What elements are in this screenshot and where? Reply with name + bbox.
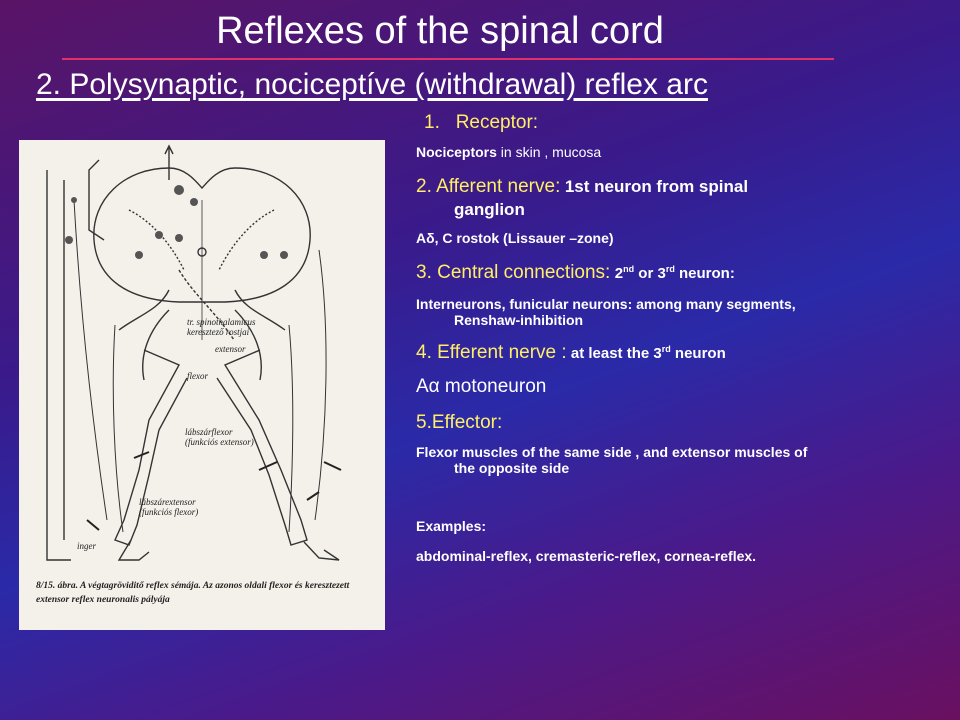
label-lower-leg-flexor-1: lábszárflexor	[185, 427, 233, 437]
slide-title: Reflexes of the spinal cord	[216, 10, 664, 52]
title-underline	[62, 58, 834, 60]
item2-detail-line2: ganglion	[454, 200, 525, 219]
examples-header: Examples:	[416, 518, 487, 534]
item1-detail: Nociceptors in skin , mucosa	[416, 144, 602, 160]
examples-list: abdominal-reflex, cremasteric-reflex, co…	[416, 548, 757, 564]
label-lower-leg-extensor-1: lábszárextensor	[139, 497, 196, 507]
item4-sub: Aα motoneuron	[416, 376, 547, 397]
label-lower-leg-extensor-2: (funkciós flexor)	[139, 506, 199, 517]
item3-sub-line2: Renshaw-inhibition	[454, 312, 584, 328]
label-tract-line1: tr. spinothalamicus	[187, 317, 256, 327]
item5-sub-line2: the opposite side	[454, 460, 570, 476]
reflex-arc-drawing	[46, 144, 342, 561]
label-flexor: flexor	[187, 371, 208, 381]
label-extensor: extensor	[215, 344, 246, 354]
item1-header: 1. Receptor:	[424, 112, 539, 133]
item3-header: 3. Central connections: 2nd or 3rd neuro…	[416, 262, 735, 283]
figure-caption: 8/15. ábra. A végtagröviditő reflex sémá…	[36, 581, 350, 605]
item5-sub-line1: Flexor muscles of the same side , and ex…	[416, 444, 808, 460]
item5-header: 5.Effector:	[416, 412, 503, 433]
label-tract-line2: keresztező rostjai	[187, 326, 250, 337]
item2-sub: Aδ, C rostok (Lissauer –zone)	[416, 230, 614, 246]
label-lower-leg-flexor-2: (funkciós extensor)	[185, 436, 254, 447]
label-stimulus: inger	[77, 541, 96, 551]
item2-header: 2. Afferent nerve: 1st neuron from spina…	[416, 176, 749, 197]
reflex-arc-figure: tr. spinothalamicus keresztező rostjai e…	[19, 140, 385, 630]
item3-sub-line1: Interneurons, funicular neurons: among m…	[416, 296, 796, 312]
item4-header: 4. Efferent nerve : at least the 3rd neu…	[416, 342, 726, 363]
slide-subtitle: 2. Polysynaptic, nociceptíve (withdrawal…	[36, 68, 708, 101]
reflex-arc-content: 1. Receptor: Nociceptors in skin , mucos…	[416, 112, 946, 564]
